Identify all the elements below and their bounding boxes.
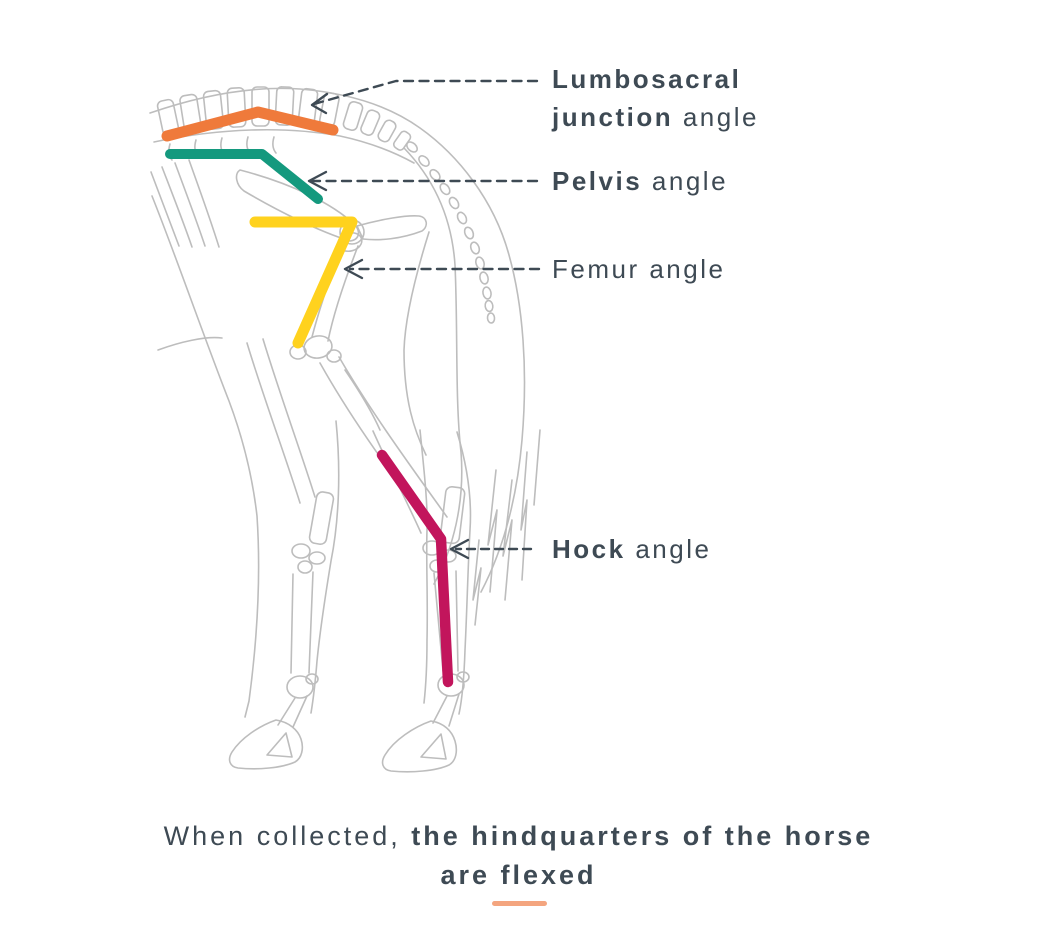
caption-bold-text: the hindquarters of the horse are flexed xyxy=(411,821,874,890)
label-lumbosacral-junction-angle: Lumbosacral junction angle xyxy=(552,60,837,136)
caption: When collected, the hindquarters of the … xyxy=(0,817,1037,895)
body-silhouette-lines xyxy=(151,195,472,718)
femur-leader-arrow xyxy=(343,258,541,280)
label-regular-text: angle xyxy=(682,102,759,132)
lumbosacral-leader-arrow xyxy=(310,79,539,115)
hock-angle-line xyxy=(376,449,454,688)
arrowhead-icon xyxy=(449,538,470,560)
label-bold-text: Hock xyxy=(552,534,626,564)
label-femur-angle: Femur angle xyxy=(552,250,725,288)
arrowhead-icon xyxy=(343,258,364,280)
caption-accent-underline xyxy=(492,901,547,906)
croup-and-tail-outline xyxy=(149,87,526,593)
femur-angle-line xyxy=(249,216,358,349)
label-hock-angle: Hock angle xyxy=(552,530,711,568)
far-hind-leg-bones xyxy=(228,338,335,770)
label-regular-text: angle xyxy=(635,534,712,564)
tail-vertebra-chain xyxy=(405,141,496,324)
rib-lines xyxy=(150,159,220,248)
label-bold-text: Pelvis xyxy=(552,166,643,196)
label-pelvis-angle: Pelvis angle xyxy=(552,162,728,200)
caption-regular-text: When collected, xyxy=(163,821,401,851)
arrowhead-icon xyxy=(310,92,329,115)
label-regular-text: Femur angle xyxy=(552,254,726,284)
caption-text: When collected, the hindquarters of the … xyxy=(146,817,891,895)
arrowhead-icon xyxy=(307,170,328,192)
hock-leader-arrow xyxy=(449,538,533,560)
label-bold-text: Lumbosacral junction xyxy=(552,64,742,132)
pelvis-angle-line xyxy=(165,149,323,204)
pelvis-leader-arrow xyxy=(307,170,539,192)
tail-hair-wisps xyxy=(472,429,541,626)
lumbosacral-junction-angle-line xyxy=(161,106,339,142)
skeleton-drawing xyxy=(149,86,541,773)
leader-arrows xyxy=(307,79,541,560)
label-regular-text: angle xyxy=(651,166,729,196)
